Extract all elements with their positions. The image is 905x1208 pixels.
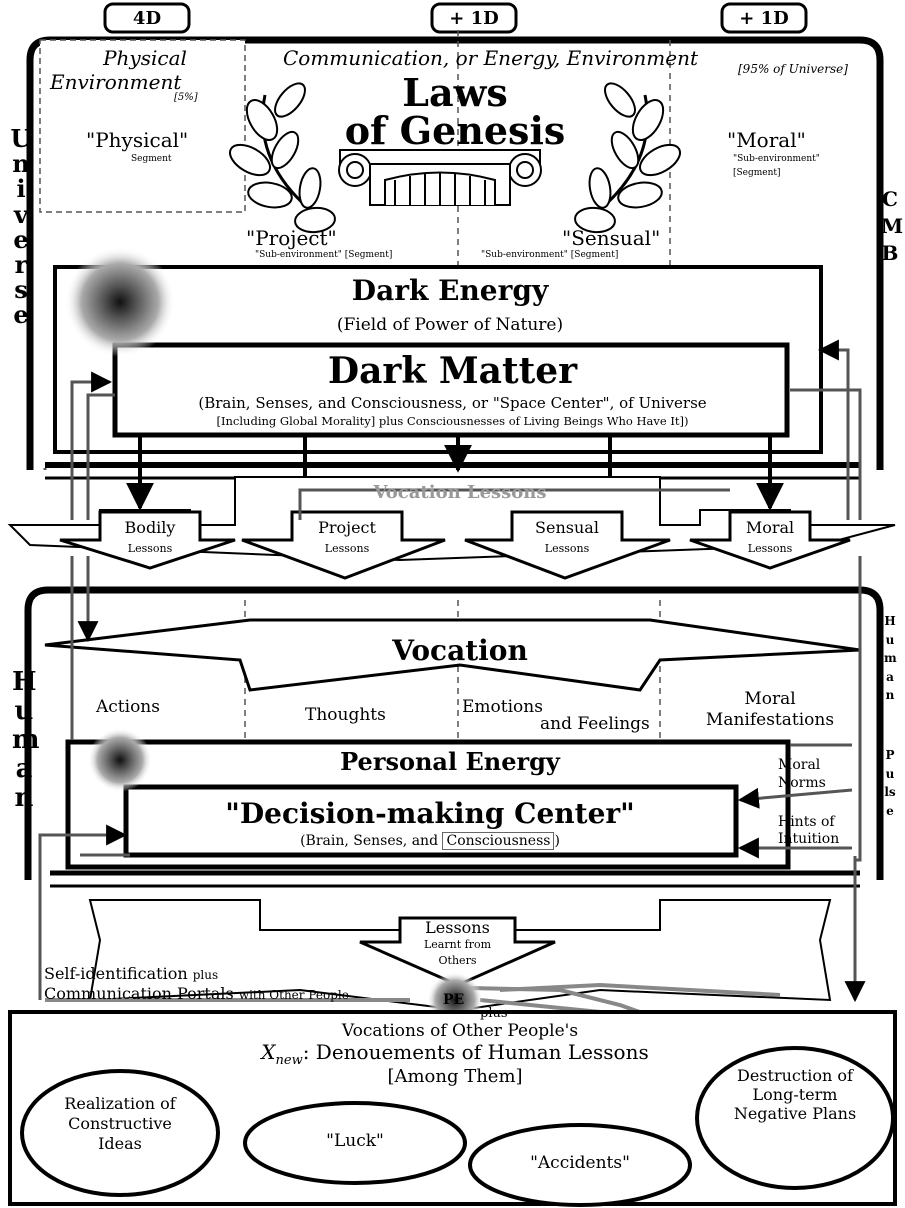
vocation-ribbon [44, 618, 861, 692]
decision-center-box [123, 784, 739, 858]
outcome-accidents: "Accidents" [530, 1153, 630, 1173]
lesson-bodily-name: Bodily [124, 518, 176, 537]
denouements-title: Xnew: Denouements of Human Lessons [195, 1040, 715, 1068]
outcome-luck: "Luck" [326, 1131, 384, 1151]
lessons-learnt-1: Lessons [425, 918, 490, 937]
dark-energy-spark-icon [65, 247, 175, 357]
human-vertical-label: Human [12, 667, 40, 814]
denouements-among: [Among Them] [387, 1066, 523, 1087]
universe-vertical-label: Universe [10, 124, 32, 330]
human-pulse-top-label: Human [884, 614, 897, 703]
vocation-emotions-2: and Feelings [540, 714, 650, 734]
dark-matter-line1: (Brain, Senses, and Consciousness, or "S… [198, 394, 707, 412]
lesson-moral-name: Moral [745, 518, 795, 537]
dimension-plus-1d-b: + 1D [739, 8, 789, 29]
laurel-wreath-icon [229, 82, 681, 234]
dark-matter-box [112, 342, 790, 438]
consciousness-highlight: Consciousness [442, 832, 555, 850]
lesson-moral-sub: Lessons [747, 542, 793, 555]
lesson-sensual-sub: Lessons [544, 542, 590, 555]
vocation-moral-1: Moral [744, 689, 796, 709]
vocation-moral-2: Manifestations [705, 710, 835, 730]
dimension-plus-1d-a: + 1D [449, 8, 499, 29]
segment-physical-name: "Physical" [86, 128, 189, 152]
column-capital-icon [338, 149, 542, 206]
lesson-bodily-sub: Lessons [127, 542, 173, 555]
segment-project-name: "Project" [246, 226, 337, 250]
laws-title-line2: of Genesis [344, 108, 566, 153]
decision-center-title: "Decision-making Center" [225, 797, 635, 830]
pe-label: PE [443, 992, 465, 1008]
physical-env-line1: Physical [103, 46, 187, 70]
comm-env-title: Communication, or Energy, Environment [283, 46, 698, 70]
outcome-destruction: Destruction of Long-term Negative Plans [733, 1066, 857, 1124]
lessons-learnt-2: Learnt from [423, 938, 491, 951]
lesson-sensual-name: Sensual [535, 518, 599, 537]
hints-intuition-2: Intuition [778, 831, 840, 847]
other-vocations-label: Vocations of Other People's [341, 1021, 579, 1041]
lesson-project-name: Project [318, 518, 376, 537]
segment-sensual-sub: "Sub-environment" [Segment] [481, 250, 619, 260]
moral-norms-1: Moral [778, 757, 821, 773]
human-bracket [24, 586, 884, 880]
human-base-bars [50, 870, 860, 888]
moral-norms-2: Norms [778, 775, 826, 791]
lessons-learnt-arrow [359, 916, 556, 987]
decision-center-sub: (Brain, Senses, and Consciousness) [300, 832, 560, 850]
segment-moral-sub2: [Segment] [733, 168, 781, 178]
self-identification-line1: Self-identification plus [44, 964, 219, 983]
outcome-realization: Realization of Constructive Ideas [64, 1094, 176, 1153]
physical-env-line2: Environment [50, 70, 182, 94]
outcome-ellipses [20, 1046, 895, 1207]
comm-env-pct: [95% of Universe] [738, 62, 848, 76]
hints-intuition-1: Hints of [778, 814, 835, 830]
lesson-project-sub: Lessons [324, 542, 370, 555]
self-identification-line2: Communication Portals with Other People [44, 984, 349, 1003]
physical-env-pct: [5%] [174, 92, 198, 103]
vocation-thoughts: Thoughts [305, 705, 386, 725]
pe-plus: plus [480, 1006, 508, 1021]
human-pulse-bottom-label: Pulse [884, 748, 896, 818]
dark-matter-title: Dark Matter [327, 350, 578, 392]
segment-project-sub: "Sub-environment" [Segment] [255, 250, 393, 260]
segment-moral-name: "Moral" [727, 128, 806, 152]
vocation-actions: Actions [96, 697, 160, 717]
universe-bracket [26, 36, 884, 470]
personal-energy-spark-icon [88, 728, 152, 792]
cmb-vertical-label: CMB [881, 187, 904, 265]
laws-title-line1: Laws [402, 70, 508, 115]
segment-moral-sub1: "Sub-environment" [733, 154, 820, 164]
flow-lines [38, 339, 866, 1003]
dimension-tabs [103, 2, 808, 34]
lesson-arrows [59, 510, 851, 580]
lessons-learnt-3: Others [438, 954, 477, 967]
vocation-title: Vocation [392, 634, 528, 667]
physical-environment-box [39, 39, 246, 213]
personal-energy-title: Personal Energy [340, 747, 560, 776]
vocation-emotions-1: Emotions [462, 697, 543, 717]
dark-energy-title: Dark Energy [351, 274, 549, 307]
dimension-4d: 4D [132, 8, 162, 29]
segment-sensual-name: "Sensual" [562, 226, 661, 250]
dark-matter-line2: [Including Global Morality] plus Conscio… [216, 414, 689, 428]
dark-energy-subtitle: (Field of Power of Nature) [336, 315, 564, 335]
segment-physical-sub: Segment [131, 154, 172, 164]
vocation-lessons-label: Vocation Lessons [373, 482, 547, 503]
